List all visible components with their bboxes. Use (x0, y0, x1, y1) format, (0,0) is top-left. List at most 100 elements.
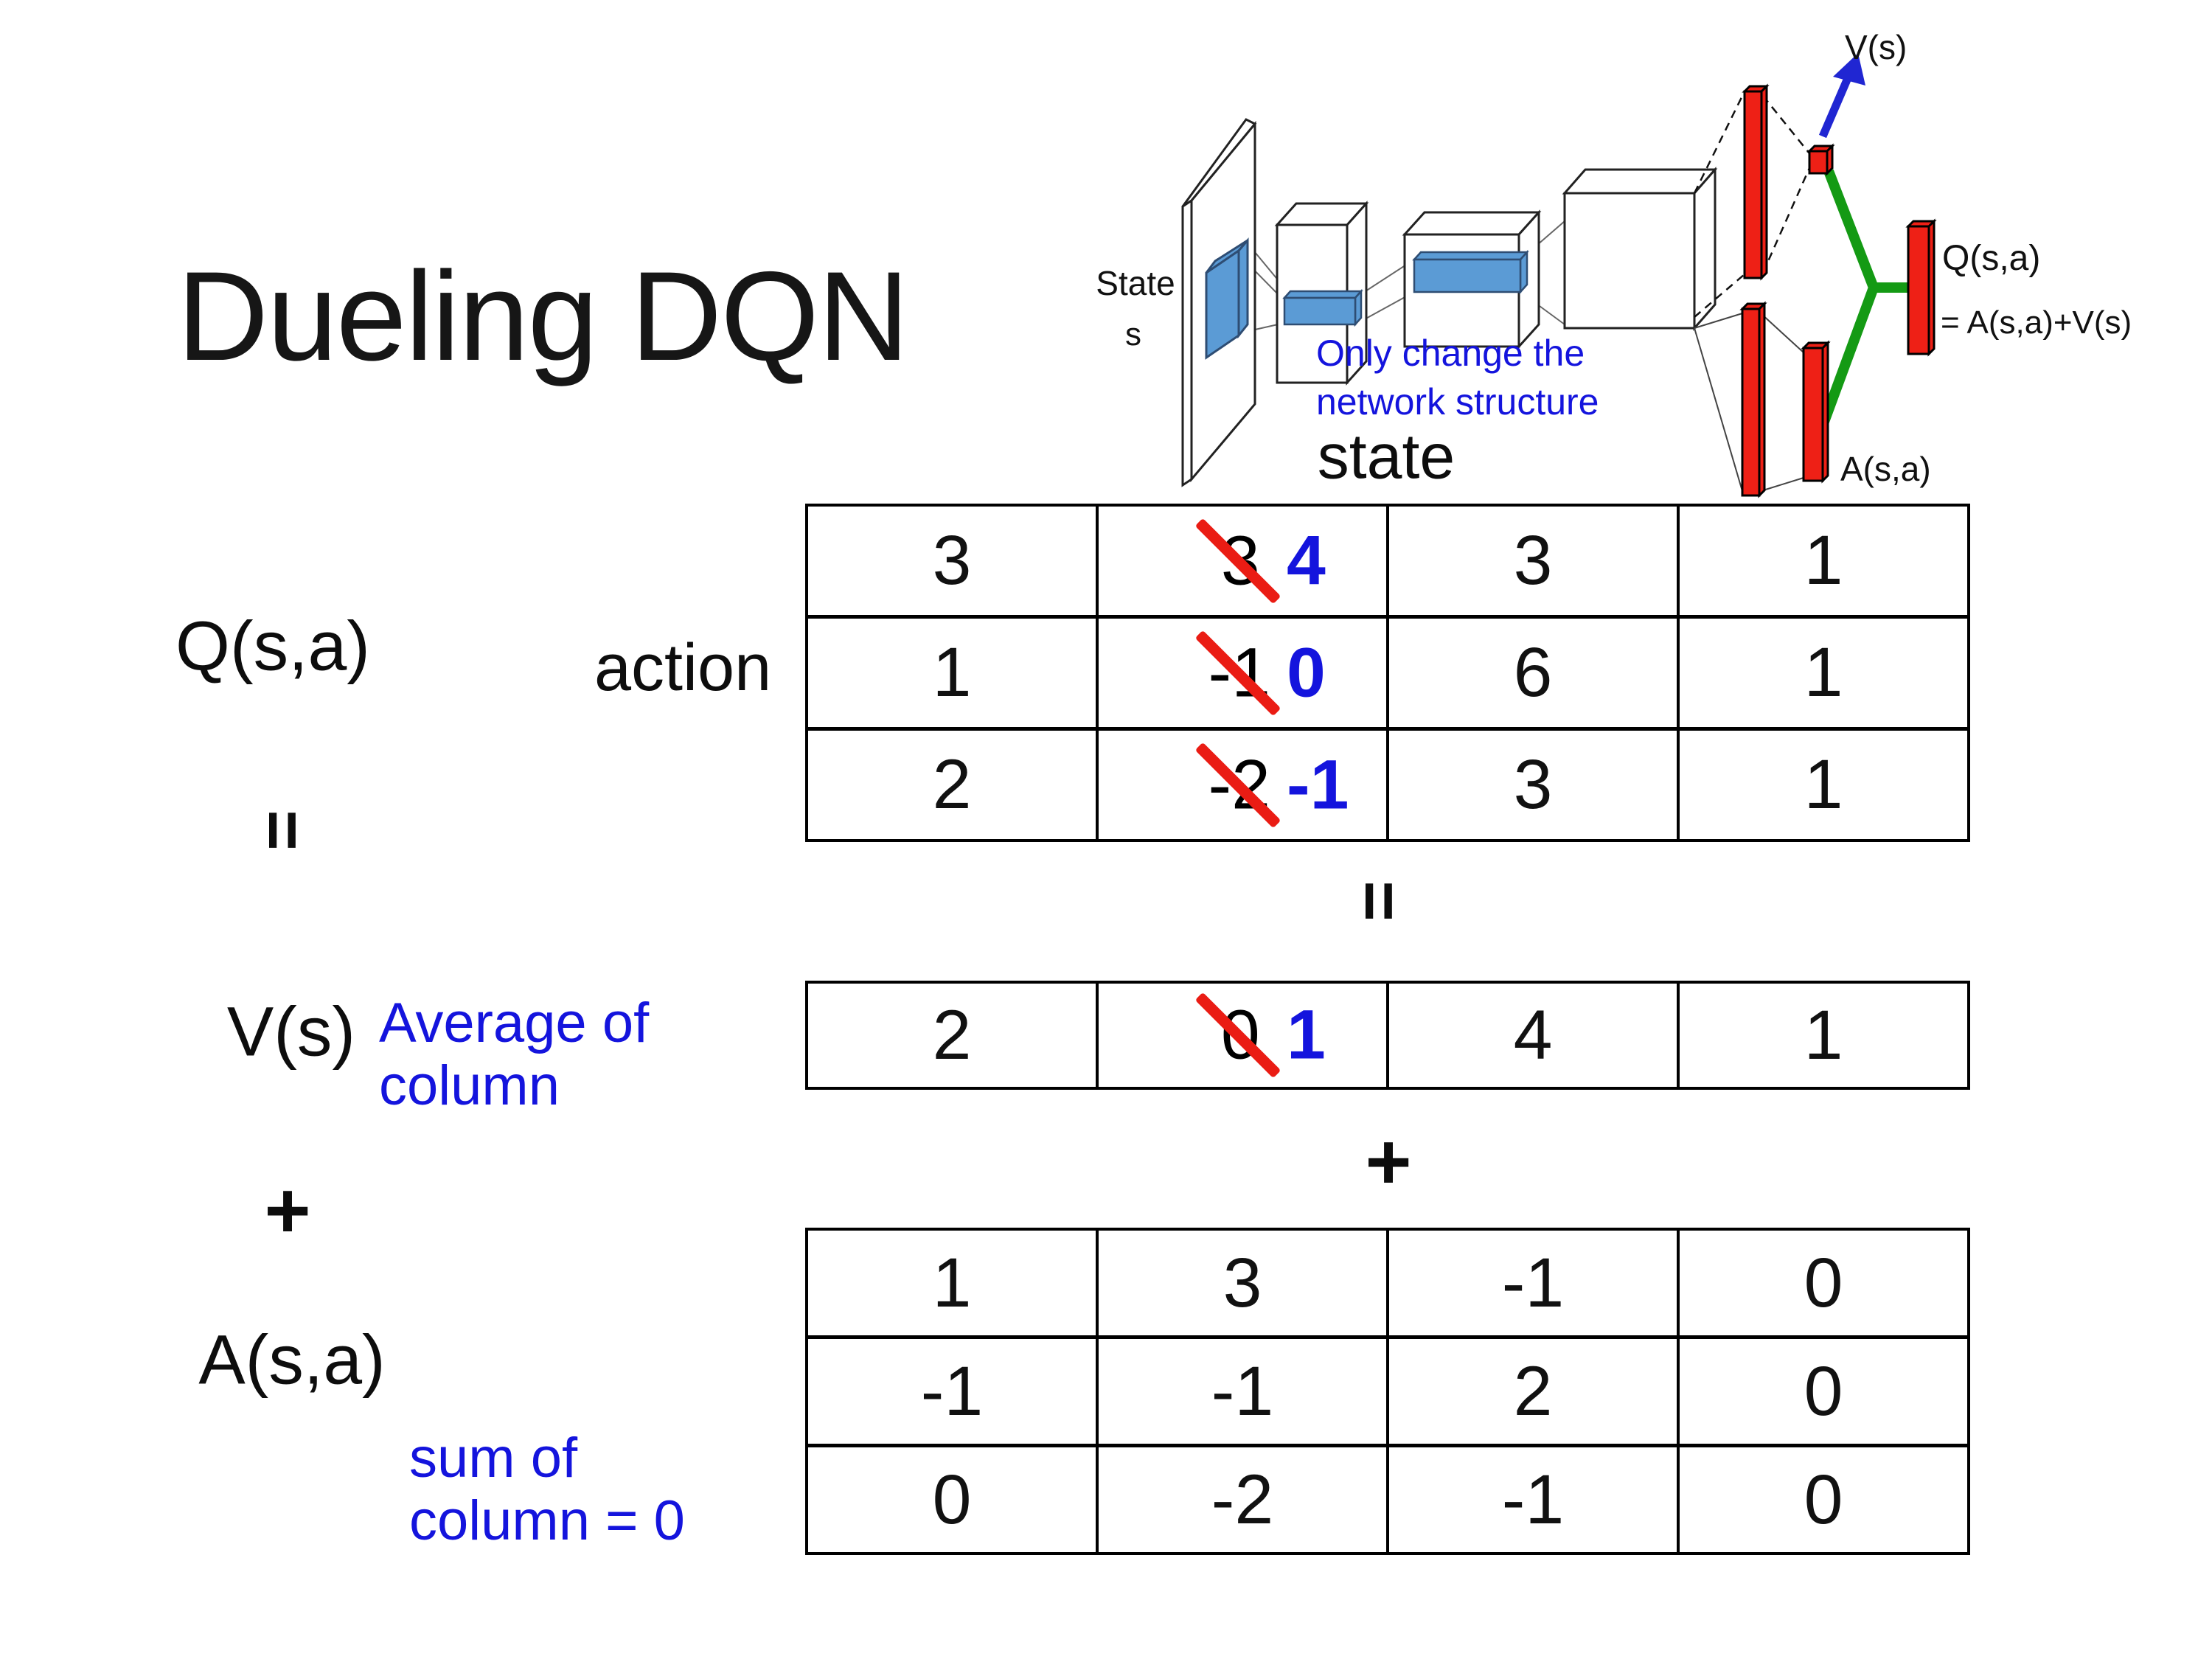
cell-value: 2 (932, 995, 972, 1074)
table-cell: -2 (1099, 1447, 1389, 1552)
cell-value: -1 (920, 1352, 984, 1430)
table-cell: 1 (1680, 507, 1967, 615)
page-title: Dueling DQN (177, 246, 909, 387)
table-cell: 3 (1389, 731, 1680, 839)
aggregation-connector (1819, 169, 1908, 424)
table-row: 0 -2 -1 0 (808, 1447, 1967, 1552)
q-matrix-label: Q(s,a) (175, 607, 370, 686)
table-row: 33431 (808, 507, 1967, 619)
cell-value: -1 (1211, 1352, 1274, 1430)
advantage-vector-bar (1801, 340, 1831, 484)
table-cell: 0 (808, 1447, 1099, 1552)
table-cell: 4 (1389, 984, 1680, 1087)
cell-value: 1 (932, 1243, 972, 1322)
network-note-line1: Only change the (1316, 333, 1585, 374)
corrected-value: 4 (1287, 521, 1326, 599)
v-matrix-label: V(s) (226, 992, 356, 1071)
cell-value: -1 (1501, 1243, 1565, 1322)
cell-value: 1 (1804, 995, 1843, 1074)
table-cell: 34 (1099, 507, 1389, 615)
corrected-value: -1 (1287, 745, 1349, 824)
table-cell: 1 (1680, 731, 1967, 839)
advantage-hidden-bar (1739, 301, 1767, 498)
state-input-sublabel: s (1125, 316, 1141, 352)
value-arrow (1818, 53, 1865, 139)
cell-value: 3 (1513, 521, 1553, 599)
network-diagram: State s Only change the network structur… (1062, 0, 2212, 516)
action-axis-header: action (594, 631, 772, 705)
fc-layer-box (1562, 167, 1718, 331)
table-cell: 3 (1099, 1231, 1389, 1335)
table-cell: -10 (1099, 619, 1389, 727)
cell-value: 1 (932, 633, 972, 712)
table-cell: 1 (1680, 619, 1967, 727)
q-output-bar (1905, 218, 1937, 357)
table-cell: -1 (1389, 1447, 1680, 1552)
table-row: -1 -1 2 0 (808, 1339, 1967, 1447)
cell-value: 2 (1513, 1352, 1553, 1430)
advantage-output-label: A(s,a) (1840, 450, 1931, 488)
table-cell: 2 (1389, 1339, 1680, 1444)
cell-value: 4 (1513, 995, 1553, 1074)
table-cell: 0 (1680, 1339, 1967, 1444)
table-cell: -1 (808, 1339, 1099, 1444)
cell-value: 6 (1513, 633, 1553, 712)
feature-bar-long (1412, 249, 1529, 295)
plus-center: + (1365, 1116, 1412, 1206)
state-value-table: 2 01 4 1 (805, 981, 1970, 1090)
dueling-network-figure: State s Only change the network structur… (1096, 28, 2132, 498)
table-cell: -2-1 (1099, 731, 1389, 839)
table-cell: 3 (808, 507, 1099, 615)
table-cell: 1 (1680, 984, 1967, 1087)
q-output-label: Q(s,a) (1942, 239, 2040, 278)
cell-value: -2 (1211, 1460, 1274, 1539)
cell-value: 2 (932, 745, 972, 824)
cell-value: 0 (1804, 1352, 1843, 1430)
value-scalar-node (1806, 143, 1835, 176)
table-cell: 1 (808, 1231, 1099, 1335)
table-cell: 0 (1680, 1447, 1967, 1552)
table-cell: -1 (1099, 1339, 1389, 1444)
cell-value: 0 (1804, 1460, 1843, 1539)
corrected-value: 0 (1287, 633, 1326, 712)
network-note-line2: network structure (1316, 381, 1599, 422)
plus-left: + (264, 1165, 311, 1255)
table-row: 1 3 -1 0 (808, 1231, 1967, 1339)
table-row: 1 -10 6 1 (808, 619, 1967, 731)
average-note: Average of column (379, 992, 650, 1118)
table-cell: 2 (808, 731, 1099, 839)
state-axis-header: state (1317, 421, 1455, 493)
table-cell: 0 (1680, 1231, 1967, 1335)
advantage-table: 1 3 -1 0 -1 -1 2 0 0 -2 -1 0 (805, 1228, 1970, 1555)
conv-filter-wedge (1205, 237, 1249, 360)
feature-bar-small (1282, 288, 1363, 327)
cell-value: 1 (1804, 745, 1843, 824)
table-cell: 1 (808, 619, 1099, 727)
equals-left: = (243, 810, 322, 851)
cell-value: 0 (932, 1460, 972, 1539)
cell-value: 0 (1804, 1243, 1843, 1322)
sum-note: sum of column = 0 (409, 1427, 685, 1553)
table-row: 2 01 4 1 (808, 984, 1967, 1087)
cell-value: -1 (1501, 1460, 1565, 1539)
value-hidden-bar (1742, 83, 1770, 281)
cell-value: 3 (1513, 745, 1553, 824)
state-input-label: State (1096, 264, 1175, 302)
equals-center: = (1340, 880, 1419, 922)
cell-value: 3 (1222, 1243, 1262, 1322)
value-stream-dashed-lines (1693, 91, 1811, 318)
q-output-formula: = A(s,a)+V(s) (1941, 305, 2132, 341)
table-cell: 6 (1389, 619, 1680, 727)
corrected-value: 1 (1287, 995, 1326, 1074)
cell-value: 1 (1804, 633, 1843, 712)
table-cell: -1 (1389, 1231, 1680, 1335)
table-cell: 3 (1389, 507, 1680, 615)
table-cell: 01 (1099, 984, 1389, 1087)
value-output-label: V(s) (1845, 28, 1907, 66)
table-cell: 2 (808, 984, 1099, 1087)
table-row: 2 -2-1 3 1 (808, 731, 1967, 839)
cell-value: 1 (1804, 521, 1843, 599)
advantage-stream-lines (1694, 313, 1804, 492)
